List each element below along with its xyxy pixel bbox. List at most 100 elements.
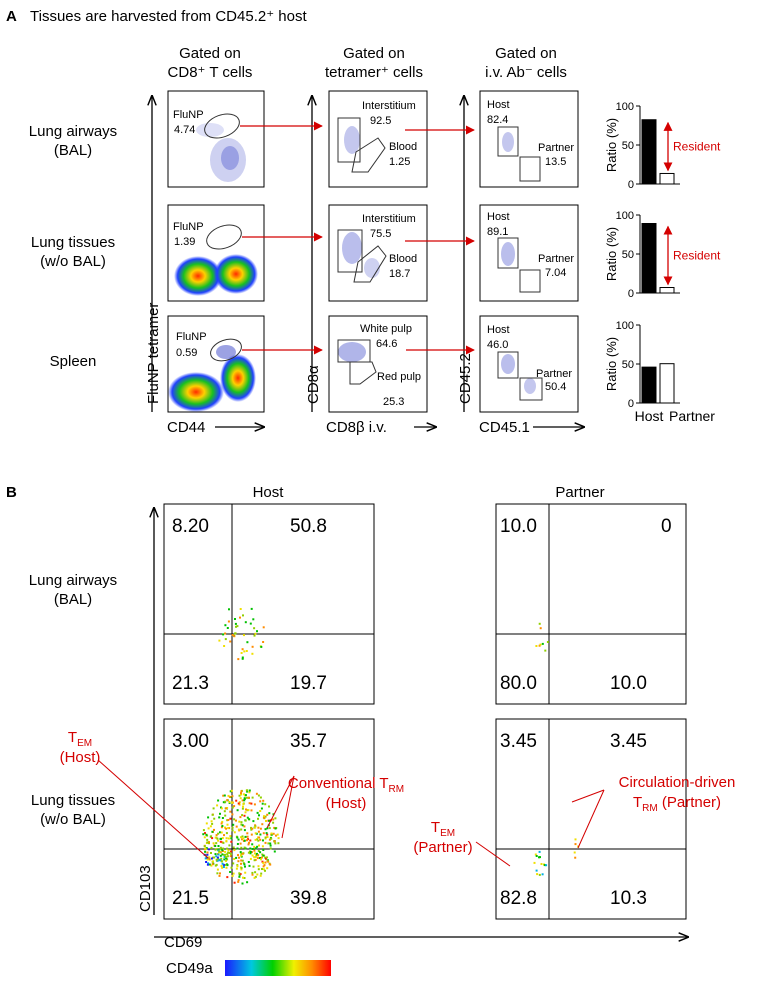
event-dot-lung-host: [240, 852, 243, 855]
gate2a-label-r1: Interstitium: [362, 100, 416, 112]
event-dot-lung-host: [241, 824, 244, 827]
event-dot-lung-host: [253, 849, 256, 852]
event-dot-bal-host: [246, 641, 249, 644]
event-dot-lung-host: [208, 842, 210, 845]
bar-ytick-label-1-1: 50: [622, 140, 634, 152]
event-dot-lung-host-tem: [210, 852, 212, 854]
gate3b-value-r2: 7.04: [545, 267, 566, 279]
event-dot-bal-host: [235, 625, 237, 628]
event-dot-lung-host: [206, 838, 209, 841]
event-dot-lung-host-tem: [226, 855, 229, 858]
event-dot-lung-host: [250, 826, 252, 829]
event-dot-lung-host: [213, 828, 215, 831]
event-dot-lung-host: [254, 852, 256, 855]
event-dot-lung-host: [248, 864, 251, 867]
tem-host-pointer: [97, 759, 209, 859]
event-dot-lung-host: [218, 816, 221, 819]
flunp-gate-r1: [204, 113, 240, 139]
event-dot-lung-host: [229, 835, 232, 838]
flunp-label-r1: FluNP: [173, 109, 204, 121]
event-dot-lung-host: [242, 862, 245, 865]
event-dot-lung-host: [233, 831, 236, 834]
event-dot-lung-host: [250, 833, 253, 836]
event-dot-lung-host: [257, 826, 260, 829]
facs-plot-r3-c2: [328, 315, 428, 413]
circ-trm-tail: (Partner): [658, 794, 721, 811]
event-dot-lung-host-tem: [216, 856, 219, 859]
quad-plot-bal-partner: [495, 503, 687, 705]
event-dot-lung-host-tem: [222, 847, 225, 850]
event-dot-lung-host: [247, 838, 249, 841]
event-dot-lung-host-tem: [215, 858, 218, 861]
event-dot-lung-host: [231, 795, 234, 798]
gate3b-label-r3: Partner: [536, 368, 572, 380]
event-dot-bal-partner: [541, 642, 544, 645]
scatter-cloud-r3-c3: [501, 354, 536, 394]
bar-1-host: [641, 119, 657, 185]
event-dot-lung-host: [238, 803, 241, 806]
event-dot-lung-host: [216, 868, 219, 871]
event-dot-lung-host: [223, 834, 225, 837]
bar-ylabel-3: Ratio (%): [604, 337, 619, 391]
event-dot-lung-host: [216, 872, 219, 875]
event-dot-lung-host: [257, 868, 260, 871]
col1-y-axis-label: FluNP tetramer: [145, 303, 162, 404]
event-dot-bal-host: [239, 608, 242, 610]
event-dot-lung-host: [270, 833, 273, 836]
event-dot-lung-host: [256, 857, 259, 860]
event-dot-lung-host: [264, 861, 267, 864]
event-dot-lung-host: [226, 823, 229, 826]
circ-trm-pointer-a: [571, 789, 605, 803]
event-dot-lung-host: [247, 843, 250, 846]
event-dot-lung-host: [264, 828, 267, 831]
flunp-value-r1: 4.74: [174, 124, 195, 136]
col1-x-axis-label: CD44: [167, 419, 205, 436]
event-dot-lung-partner: [543, 864, 546, 867]
event-dot-lung-host: [252, 865, 255, 868]
col3-header-line1: Gated on: [495, 45, 557, 62]
event-dot-lung-host: [251, 827, 254, 830]
event-dot-bal-host: [223, 645, 226, 647]
event-dot-lung-host: [265, 832, 268, 835]
event-dot-lung-host-tem: [221, 853, 224, 856]
event-dot-lung-host: [238, 875, 241, 878]
col2-x-axis-label: CD8β i.v.: [326, 419, 387, 436]
event-dot-lung-host: [239, 873, 242, 875]
event-dot-lung-host: [235, 867, 238, 870]
event-dot-lung-host-tem: [220, 865, 223, 867]
event-dot-bal-host: [226, 627, 229, 629]
event-dot-lung-host: [261, 860, 264, 863]
event-dot-lung-host: [229, 850, 232, 853]
event-dot-lung-host: [246, 832, 249, 835]
event-dot-lung-host: [231, 829, 234, 832]
event-dot-lung-host: [266, 836, 269, 838]
event-dot-bal-partner: [538, 644, 541, 647]
event-dot-lung-host: [262, 799, 265, 802]
event-dot-lung-host: [227, 819, 230, 821]
gate2b-value-r3: 25.3: [383, 396, 404, 408]
event-dot-lung-host: [272, 832, 275, 835]
event-dot-lung-host-tem: [227, 851, 230, 854]
event-dot-lung-host: [204, 847, 207, 850]
event-dot-lung-host-tem: [226, 847, 228, 850]
event-dot-lung-host: [248, 802, 251, 805]
event-dot-lung-host: [240, 828, 243, 831]
event-dot-bal-host: [241, 657, 244, 660]
event-dot-lung-host: [241, 835, 244, 838]
event-dot-lung-partner: [535, 869, 538, 872]
event-dot-lung-host: [203, 845, 206, 848]
event-dot-lung-host: [255, 792, 258, 795]
tem-host-main: T: [68, 729, 77, 746]
quad-bal-host-ur: 50.8: [290, 516, 327, 537]
event-dot-lung-host-tem: [228, 852, 231, 854]
event-dot-lung-host: [243, 846, 246, 849]
gate2b-label-r2: Blood: [389, 253, 417, 265]
event-dot-bal-host: [262, 641, 265, 643]
event-dot-lung-host: [257, 865, 260, 868]
tem-host-annotation: TEM: [68, 729, 92, 749]
event-dot-lung-host: [243, 829, 246, 832]
event-dot-lung-host-tem: [206, 858, 209, 861]
event-dot-lung-host: [257, 830, 260, 833]
bar-ytick-label-2-1: 50: [622, 249, 634, 261]
